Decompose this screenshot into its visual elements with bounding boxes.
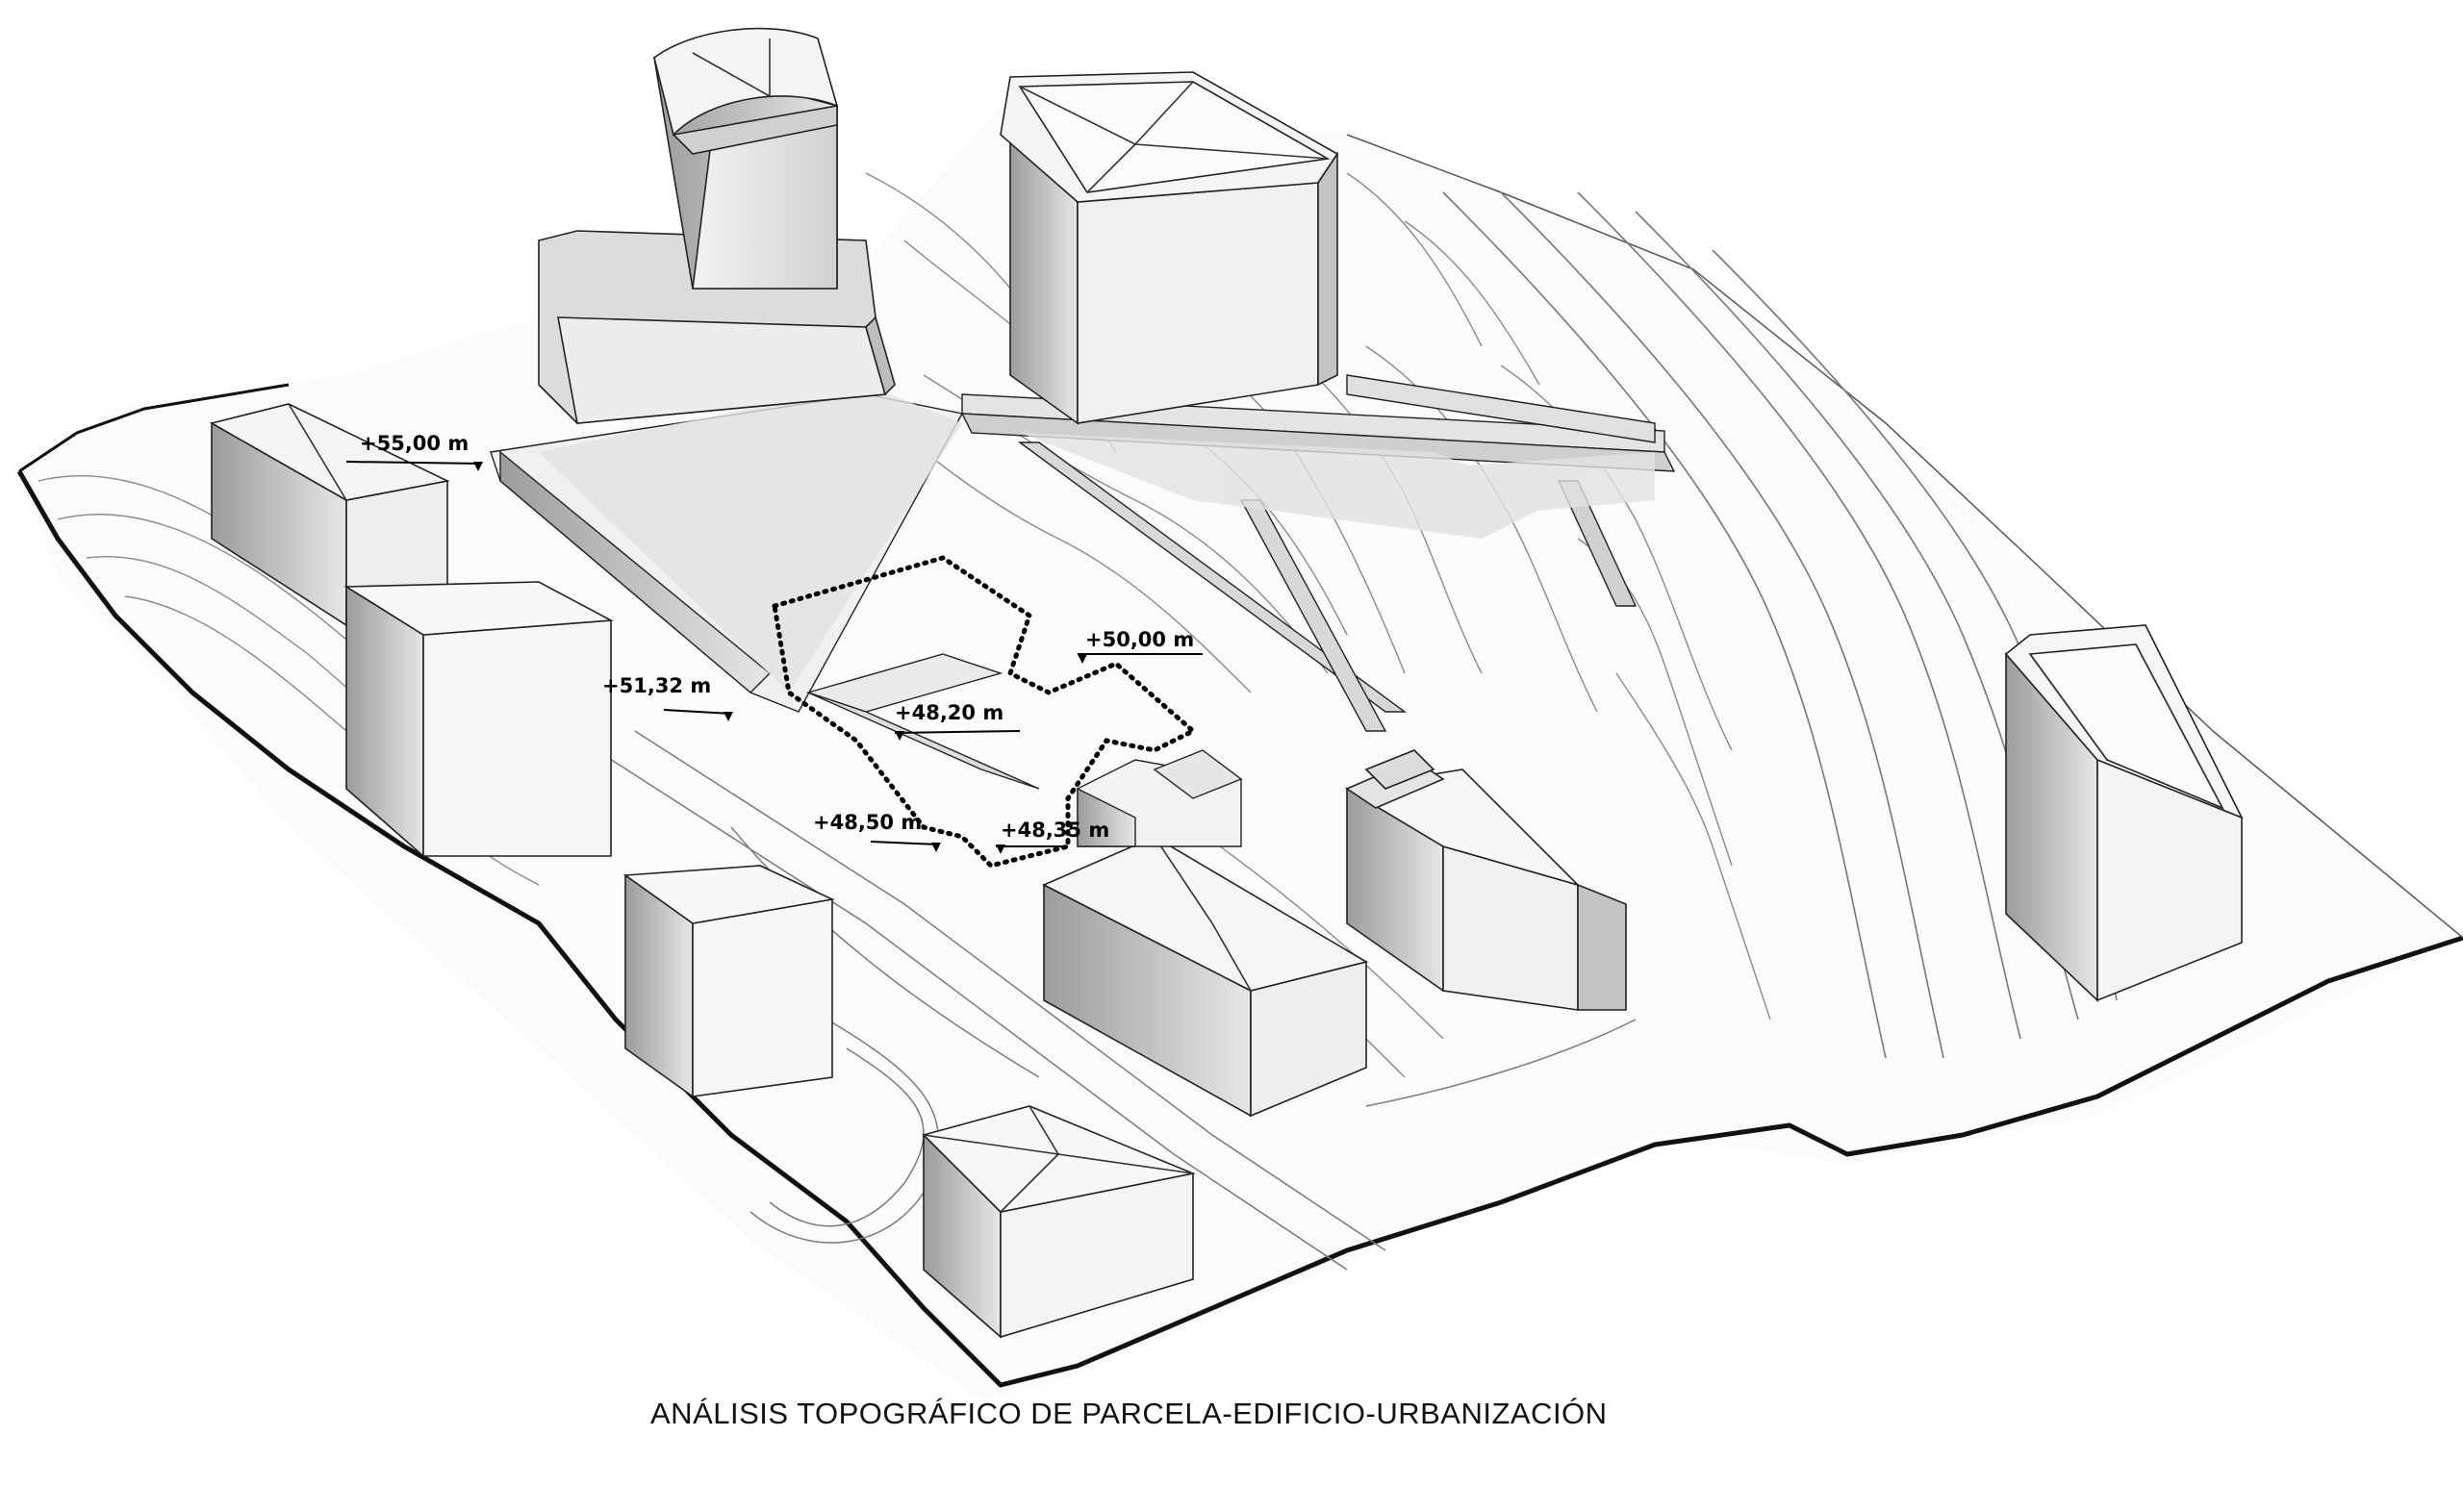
svg-text:+48,20 m: +48,20 m (895, 701, 1003, 724)
shadows (539, 385, 1655, 693)
elevation-markers: +55,00 m +51,32 m +50,00 m +48,20 m +48,… (345, 432, 1203, 854)
building-right (2004, 624, 2244, 1002)
tower-curved (538, 27, 896, 424)
terrain-plate (19, 106, 2463, 1399)
svg-text:+51,32 m: +51,32 m (602, 674, 711, 697)
elevation-marker-e2: +51,32 m (602, 674, 733, 721)
building-bottom-left (922, 1105, 1196, 1339)
svg-text:+55,00 m: +55,00 m (360, 432, 469, 455)
building-center-block (1042, 836, 1369, 1118)
tower-square (1000, 71, 1339, 425)
svg-text:+48,35 m: +48,35 m (1001, 819, 1109, 842)
elevation-marker-e4: +48,20 m (894, 701, 1021, 741)
building-l-block (1344, 749, 1627, 1011)
elevation-marker-e1: +55,00 m (345, 432, 483, 471)
building-left-3 (622, 865, 835, 1098)
elevation-marker-e5: +48,50 m (813, 811, 941, 852)
elevation-marker-e3: +50,00 m (1078, 628, 1203, 664)
elevation-marker-e6: +48,35 m (996, 819, 1109, 854)
site-building (805, 653, 1243, 847)
svg-text:+48,50 m: +48,50 m (813, 811, 922, 834)
svg-text:+50,00 m: +50,00 m (1085, 628, 1194, 651)
terrain-front-edge (16, 469, 2463, 1388)
building-left-2 (343, 581, 614, 858)
site-boundary (772, 555, 1198, 869)
terrain-back-edge (18, 383, 290, 473)
diagram-caption: ANÁLISIS TOPOGRÁFICO DE PARCELA-EDIFICIO… (650, 1397, 1608, 1430)
